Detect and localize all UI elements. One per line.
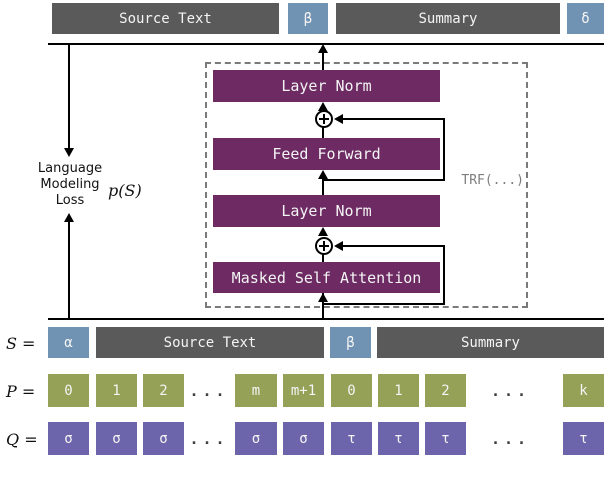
language-modeling-loss-label: Language Modeling Loss (22, 161, 118, 209)
residual-2-bottom (322, 303, 445, 305)
arrow-into-output-line-icon (318, 44, 328, 53)
s-source-text-box: Source Text (96, 327, 324, 358)
residual-2-side (443, 245, 445, 305)
q-cell-k: τ (563, 422, 604, 455)
q-cell-1b: τ (378, 422, 419, 455)
p-cell-0: 0 (48, 374, 89, 407)
q-cell-2b: τ (425, 422, 466, 455)
trf-label: TRF(...) (461, 173, 524, 188)
p-cell-1b: 1 (378, 374, 419, 407)
p-ellipsis-2: ... (490, 381, 531, 400)
top-beta-token-box: β (288, 3, 328, 34)
top-source-text-box: Source Text (52, 3, 279, 34)
p-row-label: P = (6, 382, 36, 401)
s-alpha-token-box: α (48, 327, 89, 358)
residual-1-top (343, 118, 445, 120)
residual-1-bottom (322, 179, 445, 181)
arrow-down-to-loss-icon (64, 148, 74, 157)
residual-1-side (443, 118, 445, 181)
probability-p-of-s-label: p(S) (108, 181, 142, 200)
q-cell-m: σ (235, 422, 277, 455)
s-row-label: S = (6, 334, 36, 353)
layer-norm-1-box: Layer Norm (213, 70, 440, 102)
arrow-into-feed-forward-icon (318, 170, 328, 179)
p-cell-2: 2 (143, 374, 184, 407)
transformer-dashed-box (205, 62, 528, 308)
q-row-label: Q = (6, 430, 38, 449)
loss-line-3: Loss (55, 193, 85, 208)
top-summary-box: Summary (336, 3, 560, 34)
q-cell-0b: τ (331, 422, 372, 455)
stem-input-to-msa (322, 293, 324, 319)
q-cell-2: σ (143, 422, 184, 455)
loss-line-top (68, 45, 70, 148)
arrow-into-layer-norm-1-icon (318, 102, 328, 111)
residual-2-top (343, 245, 445, 247)
s-summary-box: Summary (377, 327, 604, 358)
loss-line-bottom (68, 222, 70, 318)
layer-norm-2-box: Layer Norm (213, 195, 440, 227)
p-cell-0b: 0 (331, 374, 372, 407)
p-cell-m: m (235, 374, 277, 407)
top-delta-token-box: δ (567, 3, 604, 34)
p-cell-1: 1 (96, 374, 137, 407)
stem-ln1-to-line (322, 52, 324, 70)
residual-add-2-icon (315, 237, 333, 255)
input-line (48, 318, 604, 320)
feed-forward-box: Feed Forward (213, 138, 440, 170)
loss-line-2: Modeling (40, 177, 100, 192)
p-ellipsis-1: ... (189, 381, 229, 400)
p-cell-m1: m+1 (283, 374, 324, 407)
loss-line-1: Language (37, 161, 103, 176)
arrow-into-layer-norm-2-icon (318, 227, 328, 236)
residual-1-arrow-icon (334, 114, 343, 124)
residual-add-1-icon (315, 110, 333, 128)
stem-msa-to-add2 (322, 254, 324, 262)
p-cell-k: k (563, 374, 604, 407)
q-cell-0: σ (48, 422, 89, 455)
s-beta-token-box: β (330, 327, 371, 358)
residual-2-arrow-icon (334, 241, 343, 251)
q-ellipsis-1: ... (189, 429, 229, 448)
masked-self-attention-box: Masked Self Attention (213, 262, 440, 293)
stem-ff-to-add1 (322, 127, 324, 138)
stem-ln2-to-ff (322, 178, 324, 195)
arrow-up-to-loss-icon (64, 213, 74, 222)
p-cell-2b: 2 (425, 374, 466, 407)
q-cell-1: σ (96, 422, 137, 455)
q-cell-m1: σ (283, 422, 324, 455)
q-ellipsis-2: ... (490, 429, 531, 448)
